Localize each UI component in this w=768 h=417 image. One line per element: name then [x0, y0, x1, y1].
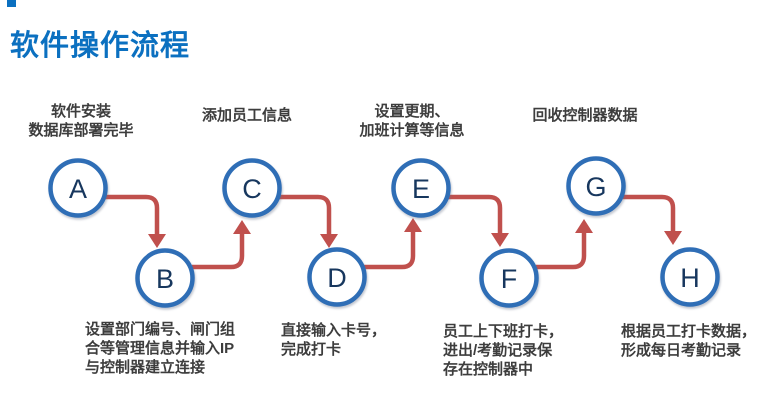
node-label-e: 设置更期、 加班计算等信息 — [359, 103, 465, 139]
node-b-circle — [135, 248, 195, 308]
node-a-circle — [48, 158, 108, 218]
arrow-g-to-h — [623, 194, 682, 245]
node-e-letter: E — [412, 174, 430, 204]
node-f: F — [479, 248, 539, 308]
page-title: 软件操作流程 — [10, 30, 191, 62]
arrow-f-to-g — [536, 219, 593, 270]
node-d: D — [307, 247, 367, 307]
node-b: B — [135, 248, 195, 308]
arrow-c-to-d-line — [279, 194, 332, 235]
node-d-circle — [307, 247, 367, 307]
node-c: C — [222, 158, 282, 218]
node-label-c: 添加员工信息 — [201, 107, 293, 124]
arrow-a-to-b-line — [105, 194, 160, 235]
node-c-circle — [222, 158, 282, 218]
arrow-e-to-f-head-icon — [491, 233, 509, 247]
corner-accent-mark — [7, 0, 16, 7]
node-f-letter: F — [501, 264, 518, 294]
arrow-b-to-c — [192, 220, 251, 270]
node-e: E — [391, 158, 451, 218]
node-a: A — [48, 158, 108, 218]
node-label-b: 设置部门编号、闸门组 合等管理信息并输入IP 与控制器建立连接 — [85, 321, 236, 376]
node-label-g: 回收控制器数据 — [532, 107, 638, 124]
arrow-d-to-e-head-icon — [404, 218, 422, 232]
arrow-e-to-f — [448, 194, 509, 247]
arrow-c-to-d — [279, 194, 338, 248]
arrow-f-to-g-line — [536, 233, 587, 270]
node-e-circle — [391, 158, 451, 218]
arrow-e-to-f-line — [448, 194, 503, 234]
arrow-a-to-b-head-icon — [148, 234, 166, 248]
node-g-letter: G — [585, 172, 606, 202]
node-h: H — [660, 247, 720, 307]
arrow-b-to-c-head-icon — [233, 220, 251, 234]
arrow-a-to-b — [105, 194, 166, 248]
node-label-f: 员工上下班打卡， 进出/考勤记录保 存在控制器中 — [443, 323, 564, 378]
node-c-letter: C — [242, 174, 262, 204]
arrow-g-to-h-line — [623, 194, 676, 232]
node-a-letter: A — [69, 174, 87, 204]
arrow-d-to-e — [364, 218, 422, 270]
node-g-circle — [566, 156, 626, 216]
node-h-circle — [660, 247, 720, 307]
arrow-f-to-g-head-icon — [575, 219, 593, 233]
node-b-letter: B — [156, 264, 174, 294]
node-label-h: 根据员工打卡数据， 形成每日考勤记录 — [621, 323, 757, 359]
node-f-circle — [479, 248, 539, 308]
node-label-d: 直接输入卡号， 完成打卡 — [281, 322, 387, 358]
arrow-d-to-e-line — [364, 232, 416, 270]
node-g: G — [566, 156, 626, 216]
arrow-g-to-h-head-icon — [664, 231, 682, 245]
arrow-b-to-c-line — [192, 233, 245, 270]
arrow-c-to-d-head-icon — [320, 234, 338, 248]
node-label-a: 软件安装 数据库部署完毕 — [28, 103, 134, 139]
node-d-letter: D — [327, 263, 347, 293]
node-h-letter: H — [680, 263, 700, 293]
